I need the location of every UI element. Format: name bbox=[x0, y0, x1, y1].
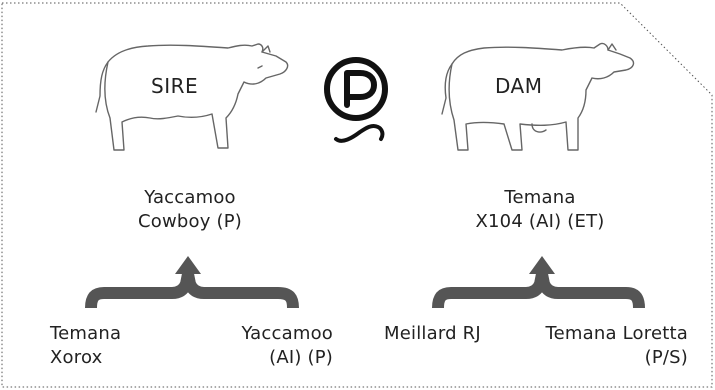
sire-sire-line1: Temana bbox=[50, 323, 122, 344]
dam-label: DAM bbox=[495, 74, 543, 98]
sire-name: Yaccamoo Cowboy (P) bbox=[100, 186, 280, 234]
sire-sire-name: Temana Xorox bbox=[50, 322, 121, 370]
sire-name-line1: Yaccamoo bbox=[144, 187, 236, 208]
dam-dam-line2: (P/S) bbox=[644, 347, 688, 368]
sire-dam-line2: (AI) (P) bbox=[269, 347, 333, 368]
sire-dam-line1: Yaccamoo bbox=[241, 323, 333, 344]
sire-dam-name: Yaccamoo (AI) (P) bbox=[200, 322, 333, 370]
sire-parents-bracket bbox=[85, 256, 299, 309]
bull-icon bbox=[95, 43, 289, 151]
sire-sire-line2: Xorox bbox=[50, 347, 103, 368]
dam-name-line1: Temana bbox=[504, 187, 576, 208]
sire-label: SIRE bbox=[151, 74, 199, 98]
sire-name-line2: Cowboy (P) bbox=[137, 211, 242, 232]
dam-sire-name: Meillard RJ bbox=[384, 322, 481, 346]
dam-dam-line1: Temana Loretta bbox=[545, 323, 688, 344]
dam-name: Temana X104 (AI) (ET) bbox=[450, 186, 630, 234]
dam-sire-line1: Meillard RJ bbox=[384, 323, 481, 344]
cow-icon bbox=[441, 42, 635, 151]
dam-parents-bracket bbox=[432, 256, 645, 309]
polled-p-icon bbox=[324, 57, 388, 143]
dam-name-line2: X104 (AI) (ET) bbox=[475, 211, 605, 232]
dam-dam-name: Temana Loretta (P/S) bbox=[520, 322, 688, 370]
